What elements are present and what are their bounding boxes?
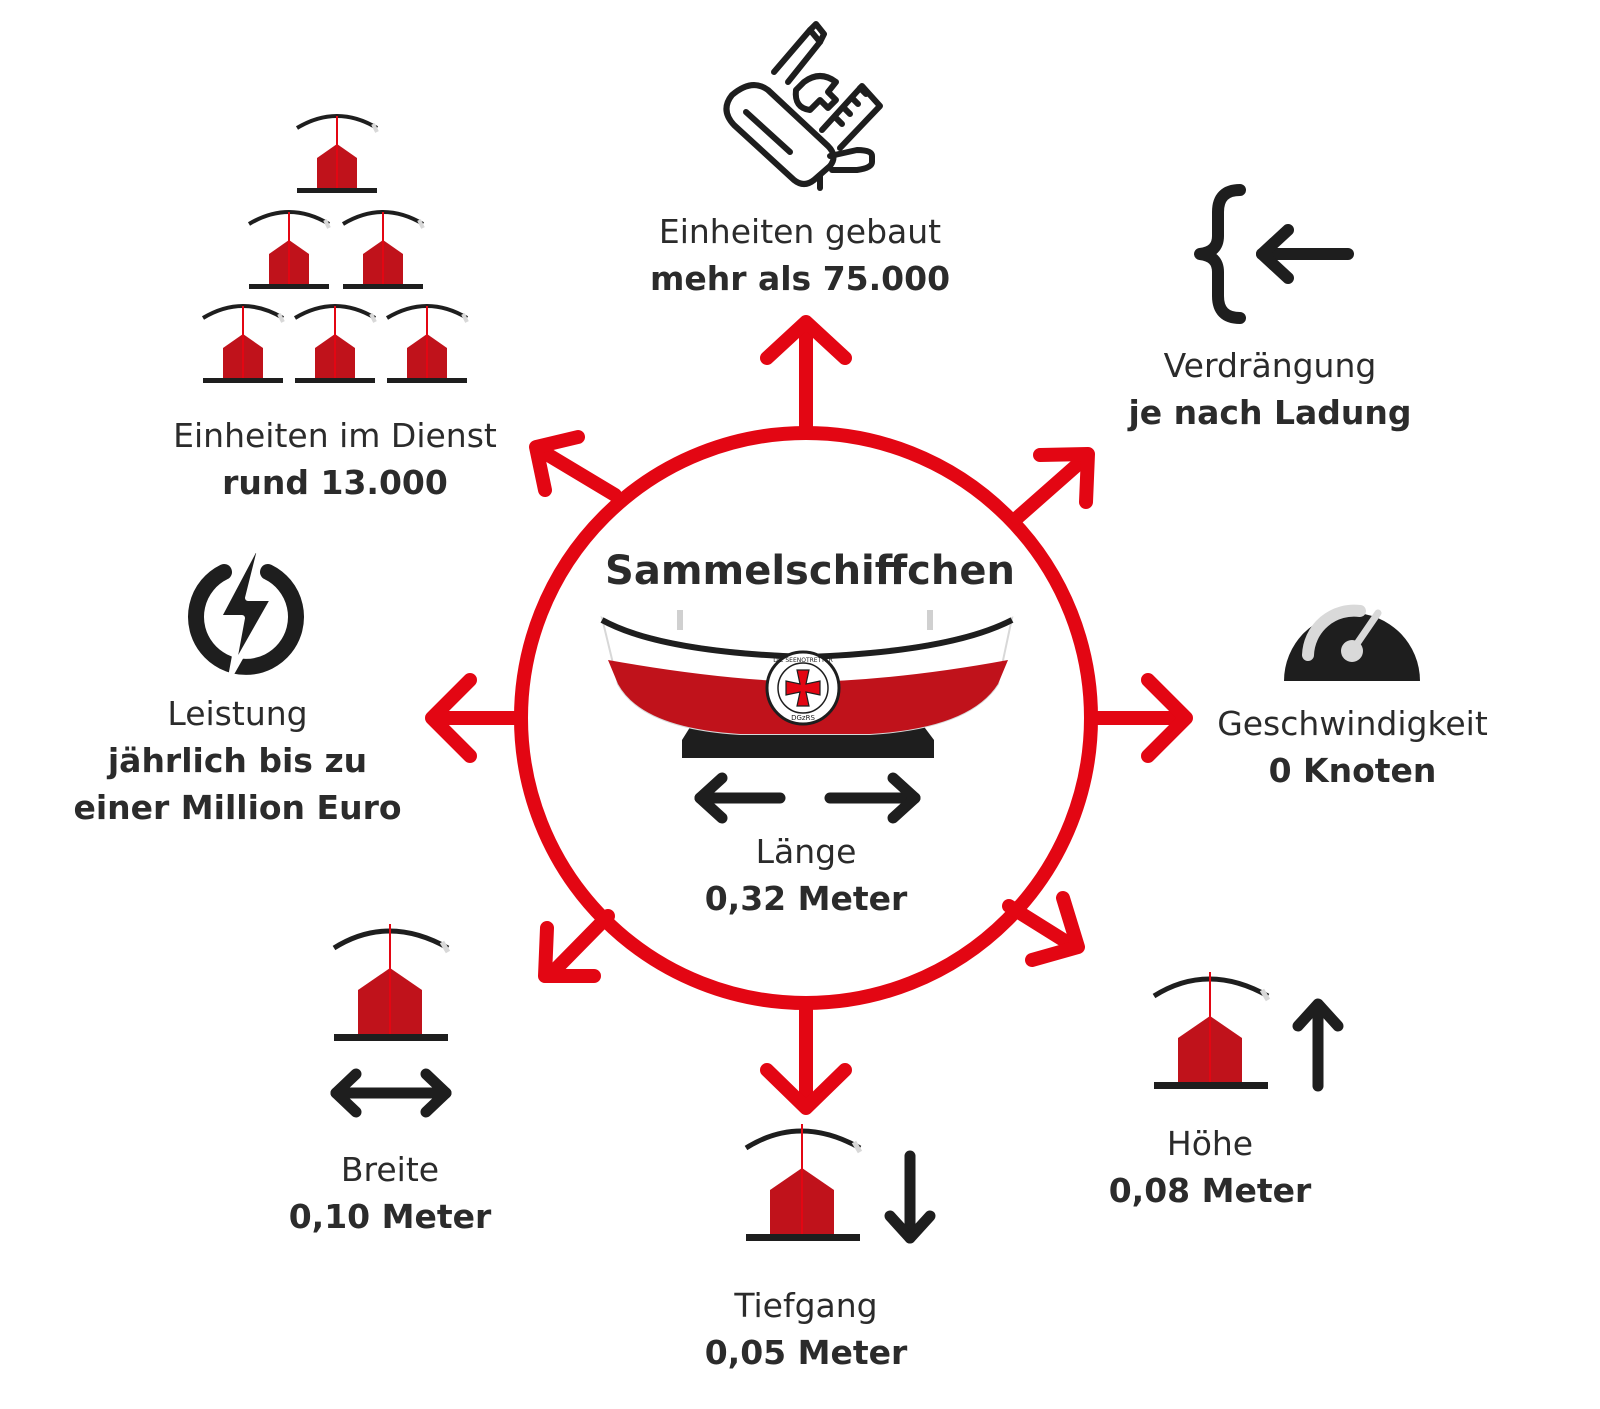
speed-label: Geschwindigkeit	[1217, 704, 1488, 743]
service-label-block: Einheiten im Dienst rund 13.000	[150, 412, 520, 506]
brace-arrow-icon	[1194, 184, 1354, 324]
main-boat-icon: DIE SEENOTRETTER DGzRS	[600, 610, 1014, 758]
arrow-up-right	[1010, 447, 1095, 525]
power-label: Leistung	[167, 694, 308, 733]
displacement-value: je nach Ladung	[1128, 393, 1412, 432]
width-value: 0,10 Meter	[288, 1197, 492, 1236]
displacement-label-block: Verdrängung je nach Ladung	[1100, 342, 1440, 436]
arrow-left	[425, 673, 528, 763]
speedometer-icon	[1284, 604, 1420, 681]
arrow-up	[760, 315, 852, 440]
badge-text-top: DIE SEENOTRETTER	[773, 657, 833, 664]
height-value: 0,08 Meter	[1108, 1171, 1312, 1210]
arrow-up-left	[529, 430, 622, 502]
arrow-right	[1084, 673, 1193, 763]
built-label-block: Einheiten gebaut mehr als 75.000	[620, 208, 980, 302]
boat-pyramid-icon	[201, 114, 469, 385]
length-value: 0,32 Meter	[704, 879, 908, 918]
badge-text-bottom: DGzRS	[791, 714, 815, 722]
draft-label-block: Tiefgang 0,05 Meter	[676, 1282, 936, 1376]
length-label: Länge	[755, 832, 857, 871]
arrow-down-left	[538, 909, 615, 983]
height-label-block: Höhe 0,08 Meter	[1080, 1120, 1340, 1214]
service-label: Einheiten im Dienst	[173, 416, 497, 455]
page-title: Sammelschiffchen	[605, 548, 1015, 594]
width-label-block: Breite 0,10 Meter	[260, 1146, 520, 1240]
double-arrow-horizontal-icon	[694, 772, 921, 824]
lightning-icon	[188, 550, 304, 675]
service-value: rund 13.000	[222, 463, 448, 502]
built-label: Einheiten gebaut	[658, 212, 942, 251]
displacement-label: Verdrängung	[1163, 346, 1377, 385]
boat-width-icon	[330, 924, 452, 1118]
power-label-block: Leistung jährlich bis zu einer Million E…	[60, 690, 415, 831]
multitool-icon	[723, 21, 883, 191]
length-label-block: Länge 0,32 Meter	[656, 828, 956, 922]
arrow-down-right	[1002, 891, 1085, 967]
draft-label: Tiefgang	[734, 1286, 878, 1325]
power-value-line1: jährlich bis zu	[107, 741, 368, 780]
width-label: Breite	[340, 1150, 440, 1189]
draft-value: 0,05 Meter	[704, 1333, 908, 1372]
boat-height-icon	[1152, 972, 1344, 1092]
arrow-down	[760, 996, 852, 1115]
speed-value: 0 Knoten	[1268, 751, 1437, 790]
height-label: Höhe	[1166, 1124, 1254, 1163]
power-value-line2: einer Million Euro	[73, 788, 402, 827]
speed-label-block: Geschwindigkeit 0 Knoten	[1195, 700, 1510, 794]
boat-draft-icon	[744, 1124, 936, 1244]
built-value: mehr als 75.000	[649, 259, 951, 298]
